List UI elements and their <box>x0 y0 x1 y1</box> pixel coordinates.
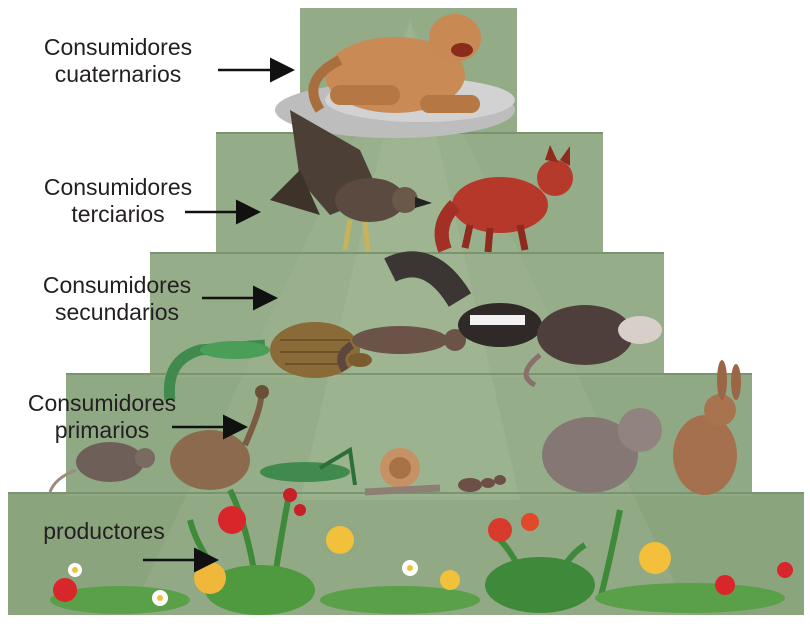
arrow-icon <box>0 0 810 619</box>
trophic-pyramid: Consumidores cuaternarios Consumidores t… <box>0 0 810 619</box>
